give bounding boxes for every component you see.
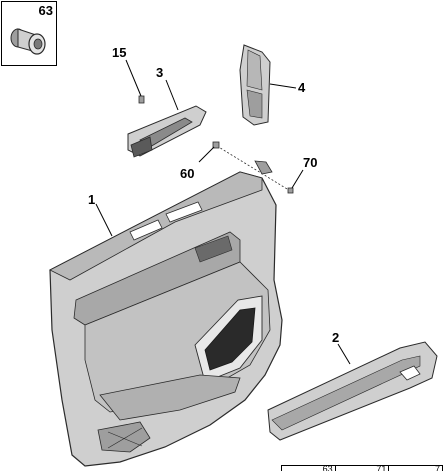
handle-cup-part: [127, 105, 207, 158]
callout-3: 3: [156, 65, 163, 80]
leader-lines: [95, 59, 351, 365]
door-panel-part: [49, 171, 283, 467]
callout-15: 15: [112, 45, 126, 60]
clip-parts: [212, 141, 294, 194]
callout-4: 4: [298, 80, 306, 95]
detail-inset-box: 63: [1, 1, 57, 66]
table-cell: 7: [435, 466, 441, 471]
table-cell: 71: [336, 466, 390, 471]
callout-70: 70: [303, 155, 317, 170]
screw-part: [138, 95, 145, 104]
armrest-trim-part: [267, 341, 438, 441]
callout-60: 60: [180, 166, 194, 181]
plug-fastener-icon: [10, 28, 46, 55]
callout-1: 1: [88, 192, 95, 207]
mirror-trim-part: [239, 44, 271, 126]
parts-table: 63 71 7: [281, 465, 443, 471]
table-cell: 63: [282, 466, 336, 471]
callout-63: 63: [38, 3, 53, 18]
callout-2: 2: [332, 330, 339, 345]
